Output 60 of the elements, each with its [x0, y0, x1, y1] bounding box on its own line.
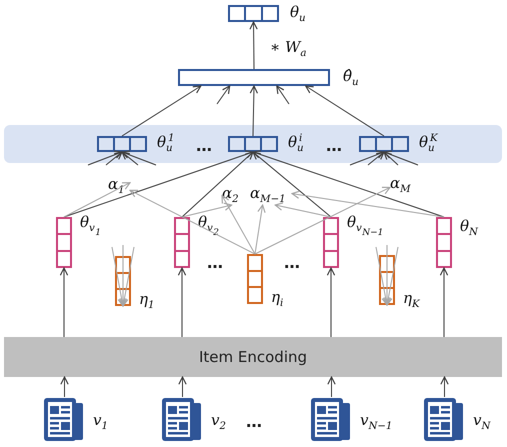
arrow	[376, 246, 390, 306]
arrow	[384, 246, 398, 306]
arrow	[118, 244, 128, 307]
arrow	[182, 202, 232, 218]
arrow	[121, 151, 138, 166]
edge-label: ∗ W$_{a}$	[270, 40, 306, 60]
arrow	[368, 151, 385, 166]
layer-band	[4, 125, 502, 163]
arrow	[60, 267, 68, 338]
arrow	[64, 182, 131, 218]
vector-label: θ$_{N}$	[460, 219, 478, 238]
arrow	[254, 186, 391, 254]
ellipsis: …	[246, 414, 262, 430]
arrow	[382, 244, 392, 306]
ellipsis: …	[284, 255, 300, 271]
arrow	[129, 190, 256, 254]
vector-label: η$_{1}$	[139, 292, 154, 312]
arrow	[60, 376, 69, 398]
arrow	[254, 204, 266, 254]
encoding-layer: Item Encoding	[4, 337, 502, 377]
arrow	[216, 85, 230, 104]
arrow	[327, 376, 336, 398]
weight-label: α$_{M}$	[390, 176, 411, 196]
arrow	[122, 85, 202, 136]
arrow	[64, 150, 254, 218]
weight-label: α$_{M−1}$	[250, 186, 286, 206]
arrow	[106, 151, 123, 166]
arrow	[291, 190, 444, 218]
arrow	[383, 151, 398, 166]
arrow	[252, 151, 332, 218]
vector-label: v$_{2}$	[211, 413, 226, 432]
arrow	[221, 194, 256, 254]
arrow	[250, 85, 258, 136]
ellipsis: …	[196, 138, 212, 154]
arrow	[252, 150, 444, 218]
arrow	[440, 267, 448, 338]
arrow	[121, 150, 156, 166]
ellipsis: …	[207, 255, 223, 271]
arrow	[120, 246, 134, 307]
arrow	[178, 376, 187, 398]
vector-label: v$_{1}$	[93, 413, 108, 432]
vector-label: v$_{N}$	[473, 413, 490, 432]
arrow	[178, 267, 186, 338]
vector-label: η$_{i}$	[271, 290, 284, 310]
arrow	[274, 202, 332, 218]
arrow	[383, 150, 418, 166]
arrow	[350, 150, 385, 166]
arrow	[326, 267, 336, 338]
arrow	[88, 150, 123, 166]
vector-label: θ̂$_{u}$	[343, 69, 359, 88]
arrow	[112, 246, 126, 307]
vector-label: η$_{K}$	[403, 291, 420, 310]
vector-label: θ$_{u}$	[290, 5, 306, 24]
vector-label: v$_{N−1}$	[360, 413, 392, 432]
arrow	[276, 85, 290, 104]
arrow	[249, 21, 258, 70]
arrow	[182, 151, 254, 218]
ellipsis: …	[326, 138, 342, 154]
arrow	[305, 85, 384, 136]
arrow	[440, 376, 449, 398]
